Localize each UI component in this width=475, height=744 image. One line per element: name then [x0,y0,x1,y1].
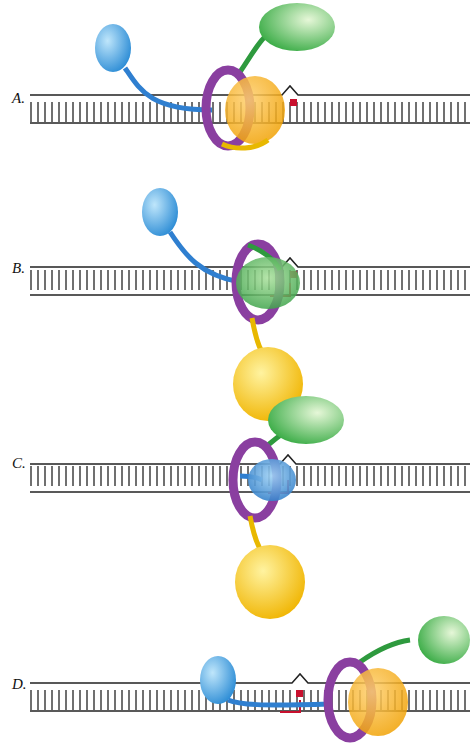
panel-b [30,188,470,421]
panel-a [30,3,470,148]
panel-d [30,616,470,738]
panel-label: A. [12,90,25,107]
panel-label: B. [12,260,25,277]
panel-label: C. [12,455,26,472]
panel-label: D. [12,676,27,693]
panel-c [30,396,470,619]
